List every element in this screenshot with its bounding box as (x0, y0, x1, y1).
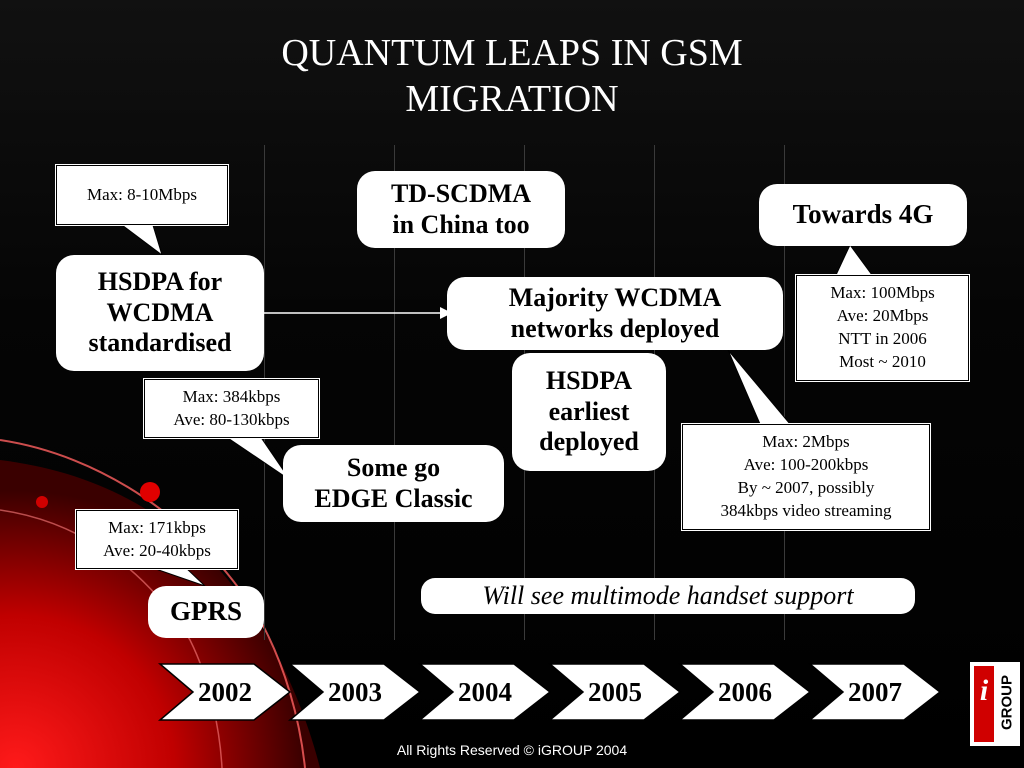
year-label: 2003 (328, 676, 382, 707)
footer-copyright: All Rights Reserved © iGROUP 2004 (396, 742, 628, 758)
callout-hsdpa-speed: Max: 8-10Mbps (55, 164, 229, 226)
milestone-majority-wcdma: Majority WCDMA networks deployed (447, 277, 783, 350)
callout-edge-speed: Max: 384kbps Ave: 80-130kbps (143, 378, 320, 439)
title-line-1: QUANTUM LEAPS IN GSM (281, 32, 743, 74)
callout-wcdma-speed: Max: 2Mbps Ave: 100-200kbps By ~ 2007, p… (681, 423, 931, 531)
year-chevron (157, 663, 292, 721)
year-chevron (677, 663, 812, 721)
logo-red-bar (974, 666, 994, 742)
grid-line (784, 145, 785, 640)
year-label: 2007 (848, 676, 902, 707)
year-chevron (417, 663, 552, 721)
note-multimode: Will see multimode handset support (421, 578, 915, 614)
year-label: 2004 (458, 676, 512, 707)
milestone-gprs: GPRS (148, 586, 264, 638)
year-label: 2002 (198, 676, 252, 707)
slide-title: QUANTUM LEAPS IN GSM MIGRATION (0, 30, 1024, 122)
year-chevron (807, 663, 942, 721)
year-chevron (547, 663, 682, 721)
milestone-edge-classic: Some go EDGE Classic (283, 445, 504, 522)
logo-text: GROUP (998, 675, 1016, 731)
year-label: 2006 (718, 676, 772, 707)
callout-gprs-speed: Max: 171kbps Ave: 20-40kbps (75, 509, 239, 570)
arrow-head (440, 307, 452, 319)
milestone-hsdpa-earliest: HSDPA earliest deployed (512, 353, 666, 471)
logo-letter: i (979, 674, 989, 707)
milestone-hsdpa-standardised: HSDPA for WCDMA standardised (56, 255, 264, 371)
grid-line (394, 145, 395, 640)
title-line-2: MIGRATION (405, 78, 619, 120)
year-label: 2005 (588, 676, 642, 707)
callout-4g-speed: Max: 100Mbps Ave: 20Mbps NTT in 2006 Mos… (795, 274, 970, 382)
milestone-td-scdma: TD-SCDMA in China too (357, 171, 565, 248)
year-chevron (287, 663, 422, 721)
milestone-towards-4g: Towards 4G (759, 184, 967, 246)
igroup-logo: i GROUP (970, 662, 1020, 746)
